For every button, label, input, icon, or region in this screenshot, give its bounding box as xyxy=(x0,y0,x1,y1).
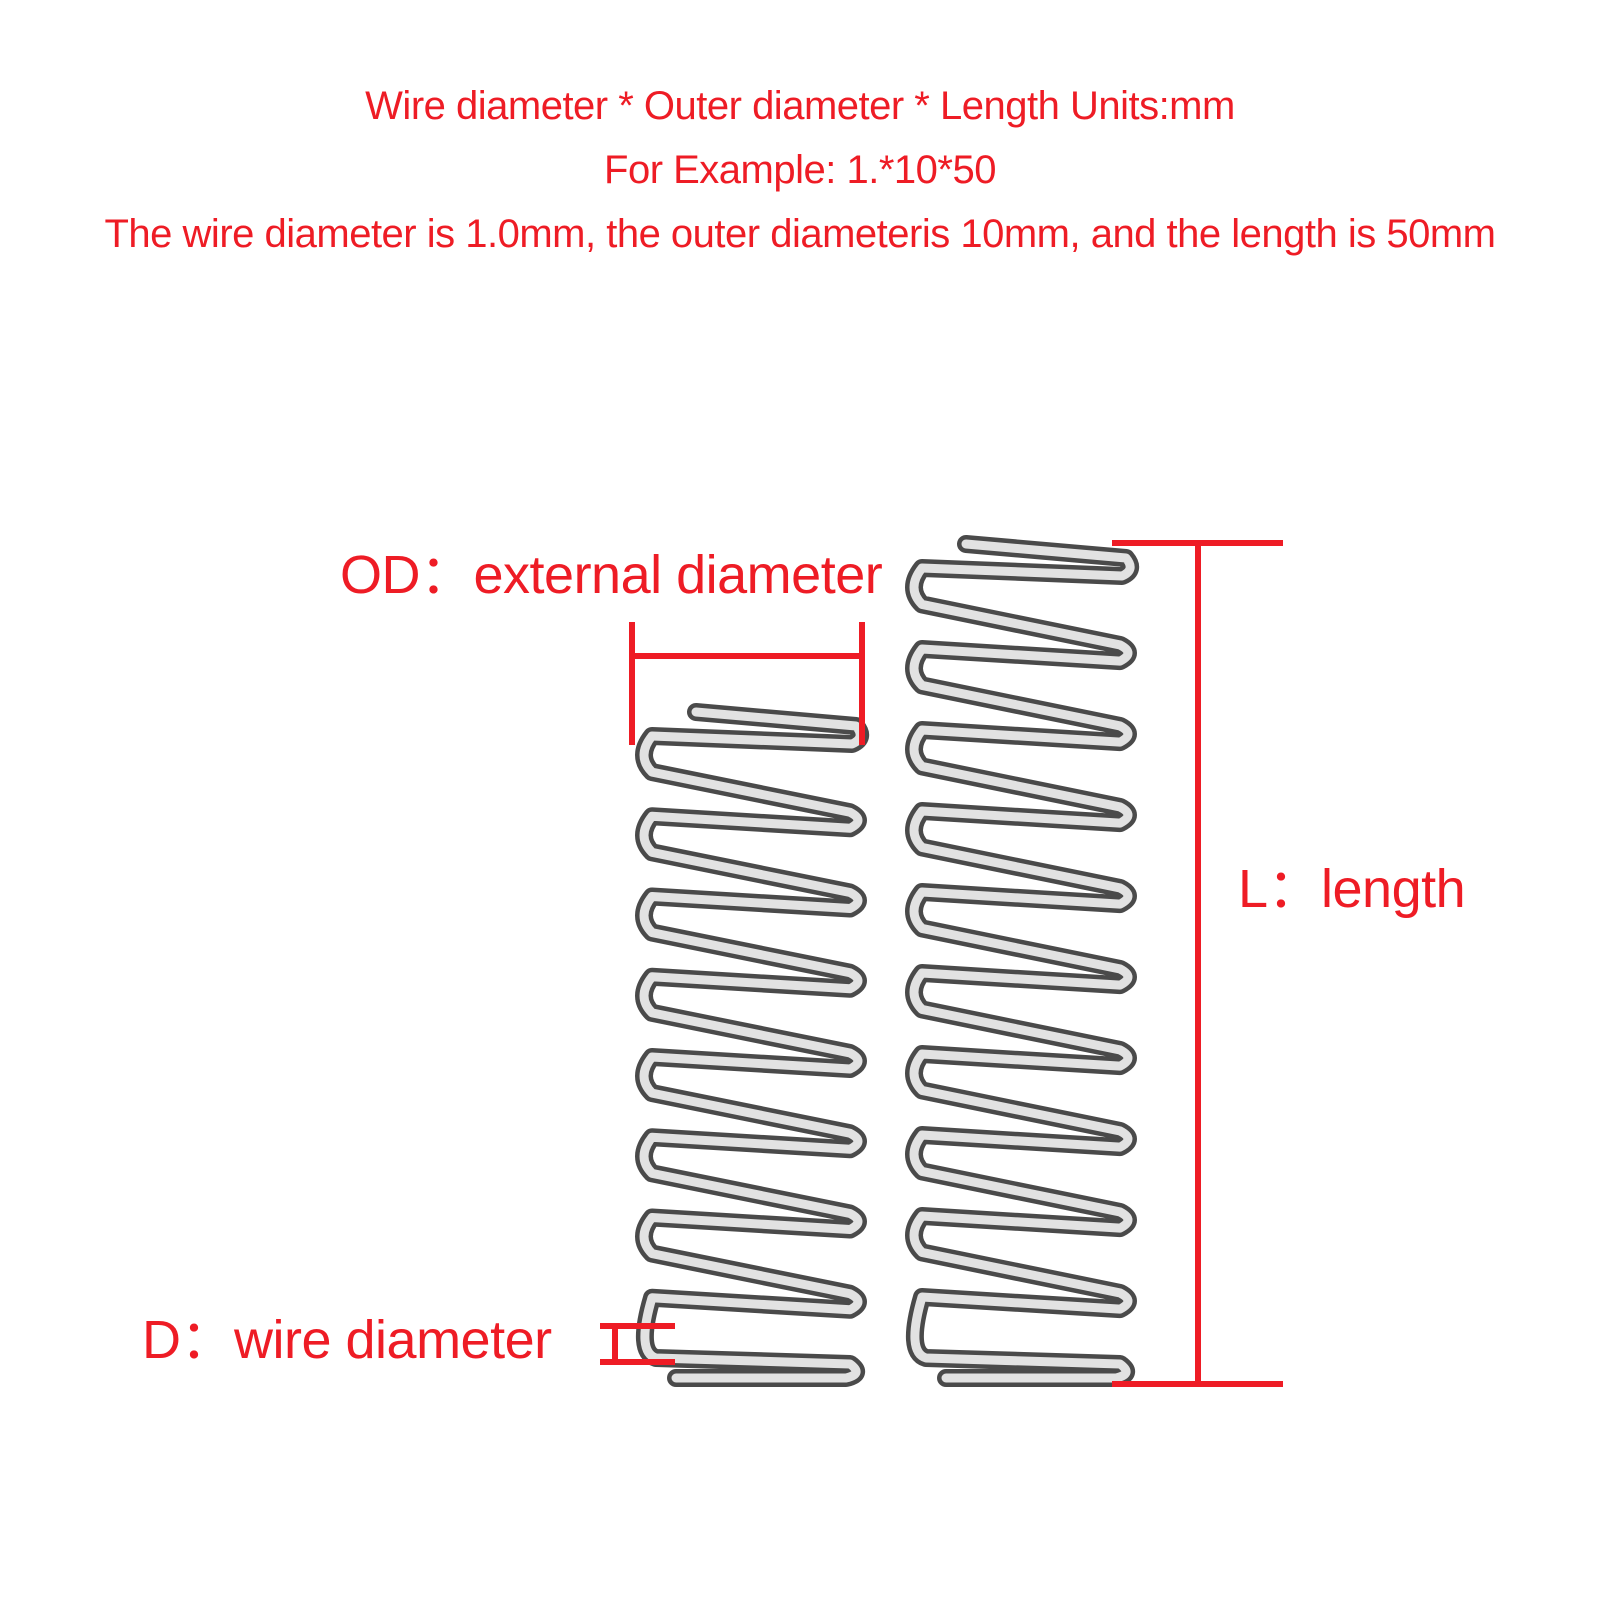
wire-diameter-label: D：wire diameter xyxy=(142,1310,552,1370)
long-spring xyxy=(905,535,1140,1387)
heading-format-line: Wire diameter * Outer diameter * Length … xyxy=(365,84,1235,128)
short-spring xyxy=(635,703,870,1387)
length-label: L：length xyxy=(1238,859,1466,919)
long-spring-wire-highlight xyxy=(909,539,1135,1383)
heading-explanation-line: The wire diameter is 1.0mm, the outer di… xyxy=(104,212,1497,256)
short-spring-wire-highlight xyxy=(639,707,865,1383)
od-dimension-bracket xyxy=(629,622,865,745)
wire-diameter-marker xyxy=(600,1323,675,1365)
heading-example-line: For Example: 1.*10*50 xyxy=(604,148,996,192)
outer-diameter-label: OD：external diameter xyxy=(340,545,883,605)
length-dimension-bracket xyxy=(1112,540,1283,1387)
